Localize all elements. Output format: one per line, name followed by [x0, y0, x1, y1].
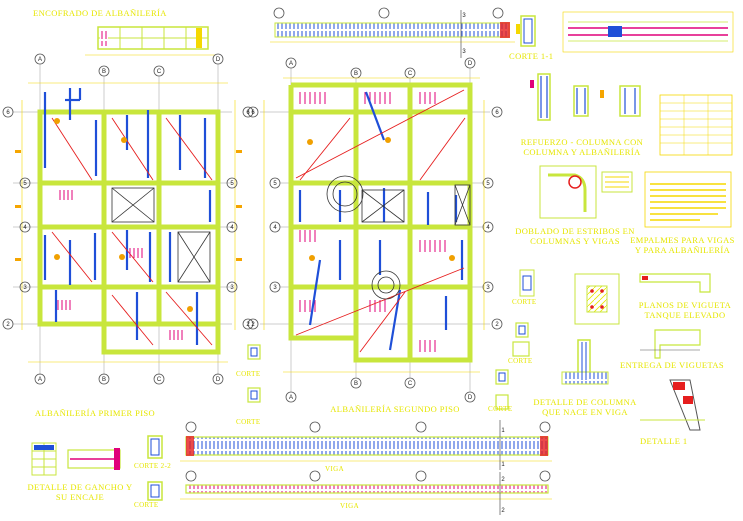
- title-corte-small-5: Corte: [508, 357, 533, 365]
- grid-number-4: 4: [230, 225, 234, 231]
- column-in-beam-elevation: [561, 339, 609, 385]
- column-rebar-details: [530, 73, 641, 121]
- grid-number-5: 5: [230, 181, 234, 187]
- corte-2-2-detail: [147, 435, 163, 501]
- grid-number-6: 6: [6, 110, 10, 116]
- small-corte-details: [247, 322, 530, 410]
- title-corte-2-2: Corte 2-2: [134, 462, 172, 470]
- section-mark-1: 1: [501, 428, 505, 434]
- title-beam-elevation-1: Viga: [325, 465, 345, 473]
- bottom-beam-elevation-1: [180, 420, 552, 470]
- grid-number-6: 6: [246, 110, 250, 116]
- grid-number-2: 2: [6, 322, 10, 328]
- title-corte-small-2: Corte: [236, 418, 261, 426]
- title-vigueta-overlap: Entrega de viguetas: [620, 360, 725, 370]
- grid-number-5: 5: [273, 181, 277, 187]
- grid-labels: A B C D A B C D A B C D A B C D 6 5 4 3 …: [6, 13, 505, 514]
- title-stirrup-bend: Doblado de estribos en columnas y vigas: [515, 226, 635, 246]
- section-mark-2: 2: [501, 508, 505, 514]
- grid-number-3: 3: [273, 285, 277, 291]
- grid-bubbles-top-left: [34, 53, 224, 77]
- hook-detail: [31, 442, 121, 476]
- title-second-floor-plan: Albañilería segundo piso: [330, 404, 460, 414]
- notes-block: [644, 171, 732, 228]
- title-rebar-column: Refuerzo - columna con columna y albañil…: [520, 137, 644, 157]
- title-column-detail: Detalle de columna que nace en viga: [533, 397, 637, 417]
- vigueta-tank-plan: [639, 273, 711, 293]
- title-corte-1-1: Corte 1-1: [509, 51, 554, 61]
- title-corte-small-6: Corte: [134, 501, 159, 509]
- title-hook-detail: Detalle de gancho y su encaje: [27, 482, 133, 502]
- title-detalle-1: Detalle 1: [640, 436, 688, 446]
- grid-letter-b: B: [354, 71, 358, 77]
- vigueta-overlap-detail: [640, 329, 701, 359]
- top-left-wall-elevation: [85, 26, 215, 56]
- section-mark-3: 3: [462, 13, 466, 19]
- grid-number-2: 2: [495, 322, 499, 328]
- section-mark-1: 1: [501, 462, 505, 468]
- grid-letter-b: B: [102, 377, 106, 383]
- grid-letter-b: B: [102, 69, 106, 75]
- title-encofrado: Encofrado de albañilería: [33, 8, 167, 18]
- grid-number-6: 6: [495, 110, 499, 116]
- title-corte-small-1: Corte: [236, 370, 261, 378]
- grid-letter-d: D: [468, 61, 473, 67]
- bottom-beam-elevation-2: [180, 470, 552, 515]
- grid-number-3: 3: [23, 285, 27, 291]
- grid-letter-d: D: [468, 395, 473, 401]
- grid-number-4: 4: [23, 225, 27, 231]
- grid-number-2: 2: [251, 322, 255, 328]
- grid-letter-c: C: [408, 381, 413, 387]
- stirrup-bend-detail: [539, 165, 633, 219]
- grid-number-3: 3: [486, 285, 490, 291]
- grid-number-3: 3: [230, 285, 234, 291]
- section-mark-2: 2: [501, 477, 505, 483]
- title-beam-elevation-2: Viga: [340, 502, 360, 510]
- rebar-schedule-table: [659, 94, 733, 156]
- grid-letter-d: D: [216, 57, 221, 63]
- grid-number-4: 4: [486, 225, 490, 231]
- grid-letter-c: C: [157, 69, 162, 75]
- grid-letter-a: A: [289, 395, 293, 401]
- title-first-floor-plan: Albañilería primer piso: [34, 408, 156, 418]
- top-beam-elevation: [270, 7, 515, 58]
- plan-first-floor: [2, 53, 254, 385]
- grid-number-2: 2: [246, 322, 250, 328]
- plan-second-floor: [247, 57, 503, 403]
- grid-letter-a: A: [38, 377, 42, 383]
- title-corte-small-4: Corte: [512, 298, 537, 306]
- grid-letter-c: C: [157, 377, 162, 383]
- grid-letter-a: A: [289, 61, 293, 67]
- title-vigueta-plan: Planos de vigueta tanque elevado: [638, 300, 732, 320]
- corte-1-1-detail: [516, 15, 536, 47]
- grid-number-5: 5: [486, 181, 490, 187]
- grid-number-6: 6: [251, 110, 255, 116]
- beam-rebar-plan-top-right: [562, 11, 734, 53]
- column-section-detail: [519, 269, 620, 325]
- title-beam-splice: Empalmes para vigas y para albañilería: [630, 235, 735, 255]
- grid-letter-c: C: [408, 71, 413, 77]
- detail-1: [640, 379, 705, 431]
- title-corte-small-3: Corte: [488, 405, 513, 413]
- grid-number-4: 4: [273, 225, 277, 231]
- grid-letter-b: B: [354, 381, 358, 387]
- section-mark-3: 3: [462, 49, 466, 55]
- grid-letter-a: A: [38, 57, 42, 63]
- grid-number-5: 5: [23, 181, 27, 187]
- grid-letter-d: D: [216, 377, 221, 383]
